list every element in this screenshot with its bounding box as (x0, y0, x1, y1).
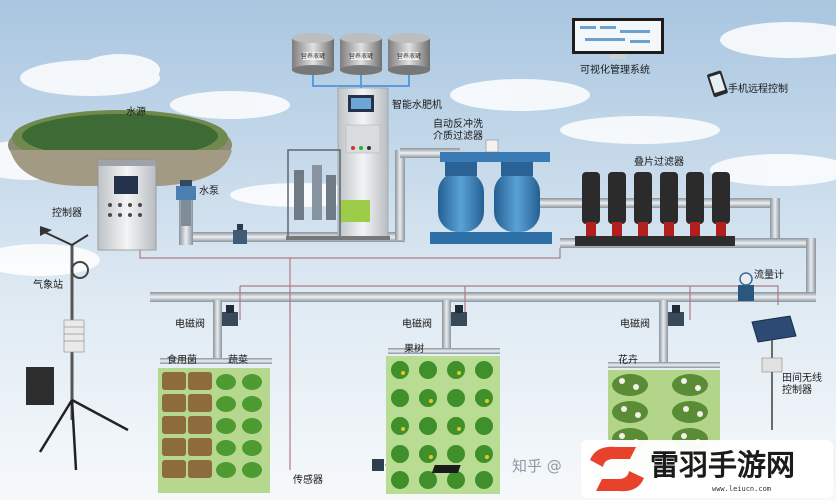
tank-label-2: 营养液罐 (349, 52, 373, 60)
tank-label-3: 营养液罐 (397, 52, 421, 60)
smart-fertigation-machine (286, 87, 390, 240)
label-crop-vegetable: 蔬菜 (228, 354, 248, 366)
flow-meter-icon (738, 272, 754, 301)
label-water-source: 水源 (126, 105, 146, 118)
label-disc-filter: 叠片过滤器 (634, 155, 684, 168)
label-flow-meter: 流量计 (754, 268, 784, 281)
disc-filter-array (575, 172, 735, 246)
logo-mark-icon (431, 446, 644, 492)
label-pump: 水泵 (199, 185, 219, 197)
label-smart-fertigation: 智能水肥机 (392, 98, 442, 111)
monitor-icon (572, 18, 664, 59)
sensor-icon (372, 459, 384, 471)
label-field-controller-2: 控制器 (782, 383, 812, 396)
label-phone-remote: 手机远程控制 (728, 82, 788, 95)
label-weather-station: 气象站 (33, 278, 63, 291)
water-pump (176, 180, 196, 226)
media-filter-unit (430, 139, 552, 244)
label-auto-backwash-2: 介质过滤器 (433, 129, 483, 142)
label-controller: 控制器 (52, 206, 82, 219)
clouds (0, 22, 836, 276)
solenoid-valve-right-icon (668, 305, 684, 326)
tank-label-1: 营养液罐 (301, 52, 325, 60)
label-sensor: 传感器 (293, 473, 323, 486)
label-valve-right: 电磁阀 (620, 317, 650, 330)
label-crop-flower: 花卉 (618, 353, 638, 366)
site-logo: 雷羽手游网 www.leiucn.com (431, 440, 833, 498)
solenoid-valve-mid-icon (451, 305, 467, 326)
label-visual-management: 可视化管理系统 (580, 63, 650, 76)
label-field-controller-1: 田间无线 (782, 371, 822, 384)
label-valve-left: 电磁阀 (175, 317, 205, 330)
logo-url: www.leiucn.com (712, 485, 771, 493)
label-auto-backwash-1: 自动反冲洗 (433, 117, 483, 130)
controller-cabinet (97, 159, 157, 251)
label-crop-mushroom: 食用菌 (167, 353, 197, 366)
phone-icon (707, 70, 728, 98)
nutrient-tanks: 营养液罐 营养液罐 营养液罐 (292, 33, 430, 90)
field-wireless-controller (751, 315, 797, 430)
field-mushroom-vegetable (158, 368, 270, 493)
watermark-text: 知乎 @ (512, 457, 562, 475)
solenoid-valve-left-icon (222, 305, 238, 326)
weather-station (26, 226, 129, 471)
field-fruit-trees (386, 356, 500, 494)
inlet-valve-icon (233, 224, 247, 244)
solenoid-valves (222, 305, 684, 326)
logo-text: 雷羽手游网 (650, 448, 795, 482)
label-valve-mid: 电磁阀 (402, 317, 432, 330)
label-crop-fruit: 果树 (404, 342, 424, 355)
